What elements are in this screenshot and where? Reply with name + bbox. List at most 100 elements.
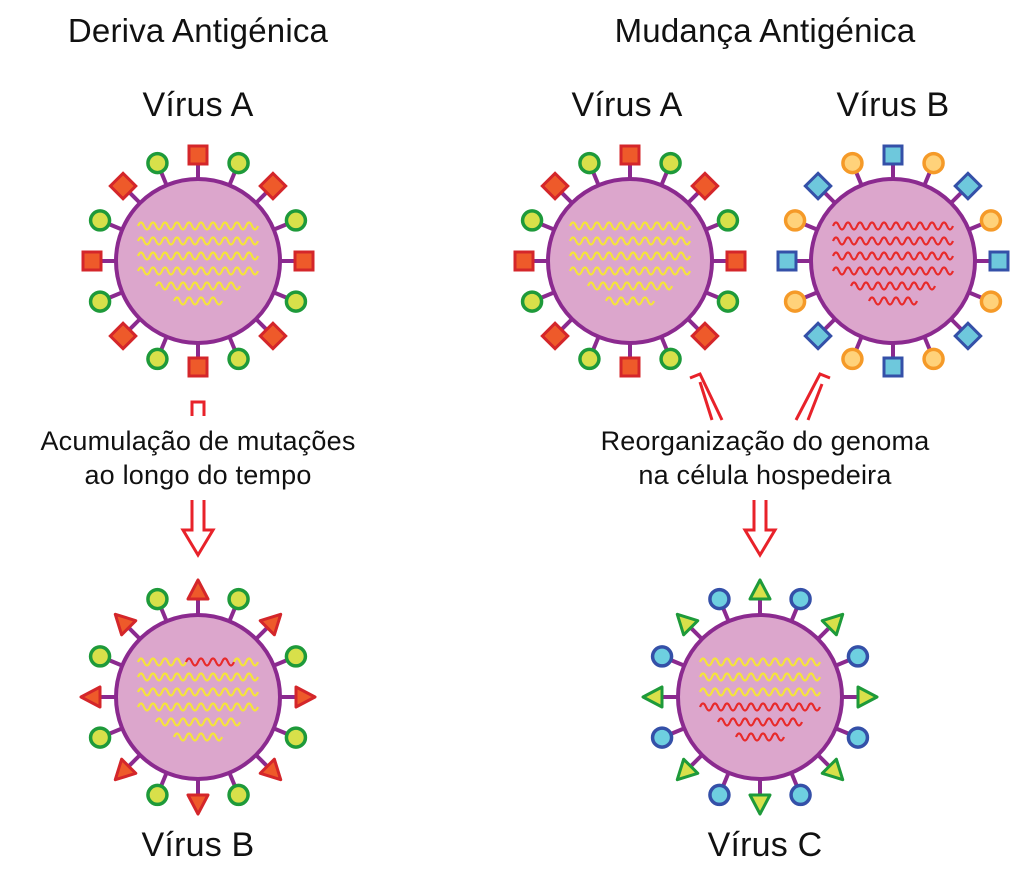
square-spike-icon [803, 171, 837, 205]
rna-strand [568, 266, 692, 276]
square-spike-icon [949, 171, 983, 205]
circle-spike-icon [272, 726, 308, 749]
capsid [676, 613, 844, 781]
shift-virus-c [641, 578, 879, 816]
square-spike-icon [619, 343, 641, 378]
square-spike-icon [803, 317, 837, 351]
square-spike-icon [187, 343, 209, 378]
circle-spike-icon [967, 209, 1003, 232]
shift-arrow-from-b [794, 372, 831, 421]
circle-spike-icon [146, 771, 169, 807]
circle-spike-icon [88, 209, 124, 232]
shift-virus-c-label: Vírus C [707, 826, 823, 864]
drift-caption-line1: Acumulação de mutações [40, 426, 356, 456]
square-spike-icon [254, 317, 288, 351]
rna-strand [136, 687, 260, 697]
circle-spike-icon [704, 209, 740, 232]
drift-virus-b-label: Vírus B [141, 826, 255, 864]
rna-strand [831, 221, 955, 231]
drift-title: Deriva Antigénica [67, 12, 329, 49]
rna-strand [716, 717, 804, 727]
square-spike-icon [187, 144, 209, 179]
square-spike-icon [540, 171, 574, 205]
square-spike-icon [712, 250, 747, 272]
rna-strand [867, 296, 919, 306]
triangle-spike-icon [816, 753, 845, 782]
drift-arrow-tail [190, 400, 206, 416]
rna-strand [154, 717, 242, 727]
shift-caption: Reorganização do genoma na célula hosped… [601, 424, 930, 492]
circle-spike-icon [578, 151, 601, 187]
circle-spike-icon [922, 335, 945, 371]
circle-spike-icon [146, 151, 169, 187]
circle-spike-icon [708, 587, 731, 623]
square-spike-icon [776, 250, 811, 272]
rna-strand [172, 732, 224, 742]
rna-strand [698, 657, 822, 667]
rna-strand [136, 672, 260, 682]
circle-spike-icon [146, 335, 169, 371]
rna-strand [136, 236, 260, 246]
triangle-spike-icon [186, 779, 210, 816]
circle-spike-icon [783, 290, 819, 313]
genome [831, 221, 955, 306]
shift-virus-b-label: Vírus B [836, 86, 950, 124]
square-spike-icon [949, 317, 983, 351]
capsid [809, 177, 977, 345]
rna-strand [831, 266, 955, 276]
drift-caption: Acumulação de mutações ao longo do tempo [40, 424, 355, 492]
triangle-spike-icon [842, 685, 879, 709]
circle-spike-icon [834, 726, 870, 749]
capsid [114, 177, 282, 345]
rna-strand [831, 251, 955, 261]
circle-spike-icon [789, 587, 812, 623]
circle-spike-icon [650, 726, 686, 749]
square-spike-icon [686, 171, 720, 205]
circle-spike-icon [88, 645, 124, 668]
rna-strand [831, 236, 955, 246]
circle-spike-icon [967, 290, 1003, 313]
capsid [114, 613, 282, 781]
triangle-spike-icon [816, 612, 845, 641]
genome [568, 221, 692, 306]
circle-spike-icon [272, 209, 308, 232]
rna-strand [698, 687, 822, 697]
shift-title: Mudança Antigénica [614, 12, 916, 49]
square-spike-icon [513, 250, 548, 272]
square-spike-icon [108, 171, 142, 205]
rna-strand [136, 221, 260, 231]
rna-strand [734, 732, 786, 742]
circle-spike-icon [704, 290, 740, 313]
triangle-spike-icon [186, 578, 210, 615]
genome [136, 657, 260, 742]
rna-strand [136, 251, 260, 261]
genome [136, 221, 260, 306]
circle-spike-icon [227, 151, 250, 187]
square-spike-icon [619, 144, 641, 179]
circle-spike-icon [520, 209, 556, 232]
triangle-spike-icon [113, 612, 142, 641]
triangle-spike-icon [748, 779, 772, 816]
shift-virus-b [776, 144, 1010, 378]
square-spike-icon [540, 317, 574, 351]
circle-spike-icon [272, 290, 308, 313]
rna-strand [154, 281, 242, 291]
shift-caption-line1: Reorganização do genoma [600, 426, 930, 456]
rna-strand [184, 657, 236, 667]
rna-strand [136, 702, 260, 712]
circle-spike-icon [88, 290, 124, 313]
shift-arrow-down [742, 500, 778, 558]
rna-strand [849, 281, 937, 291]
circle-spike-icon [659, 335, 682, 371]
square-spike-icon [81, 250, 116, 272]
drift-caption-line2: ao longo do tempo [84, 460, 312, 490]
shift-virus-a [513, 144, 747, 378]
shift-virus-a-label: Vírus A [571, 86, 683, 124]
triangle-spike-icon [254, 612, 283, 641]
capsid [546, 177, 714, 345]
square-spike-icon [882, 343, 904, 378]
circle-spike-icon [783, 209, 819, 232]
circle-spike-icon [227, 335, 250, 371]
rna-strand [698, 702, 822, 712]
